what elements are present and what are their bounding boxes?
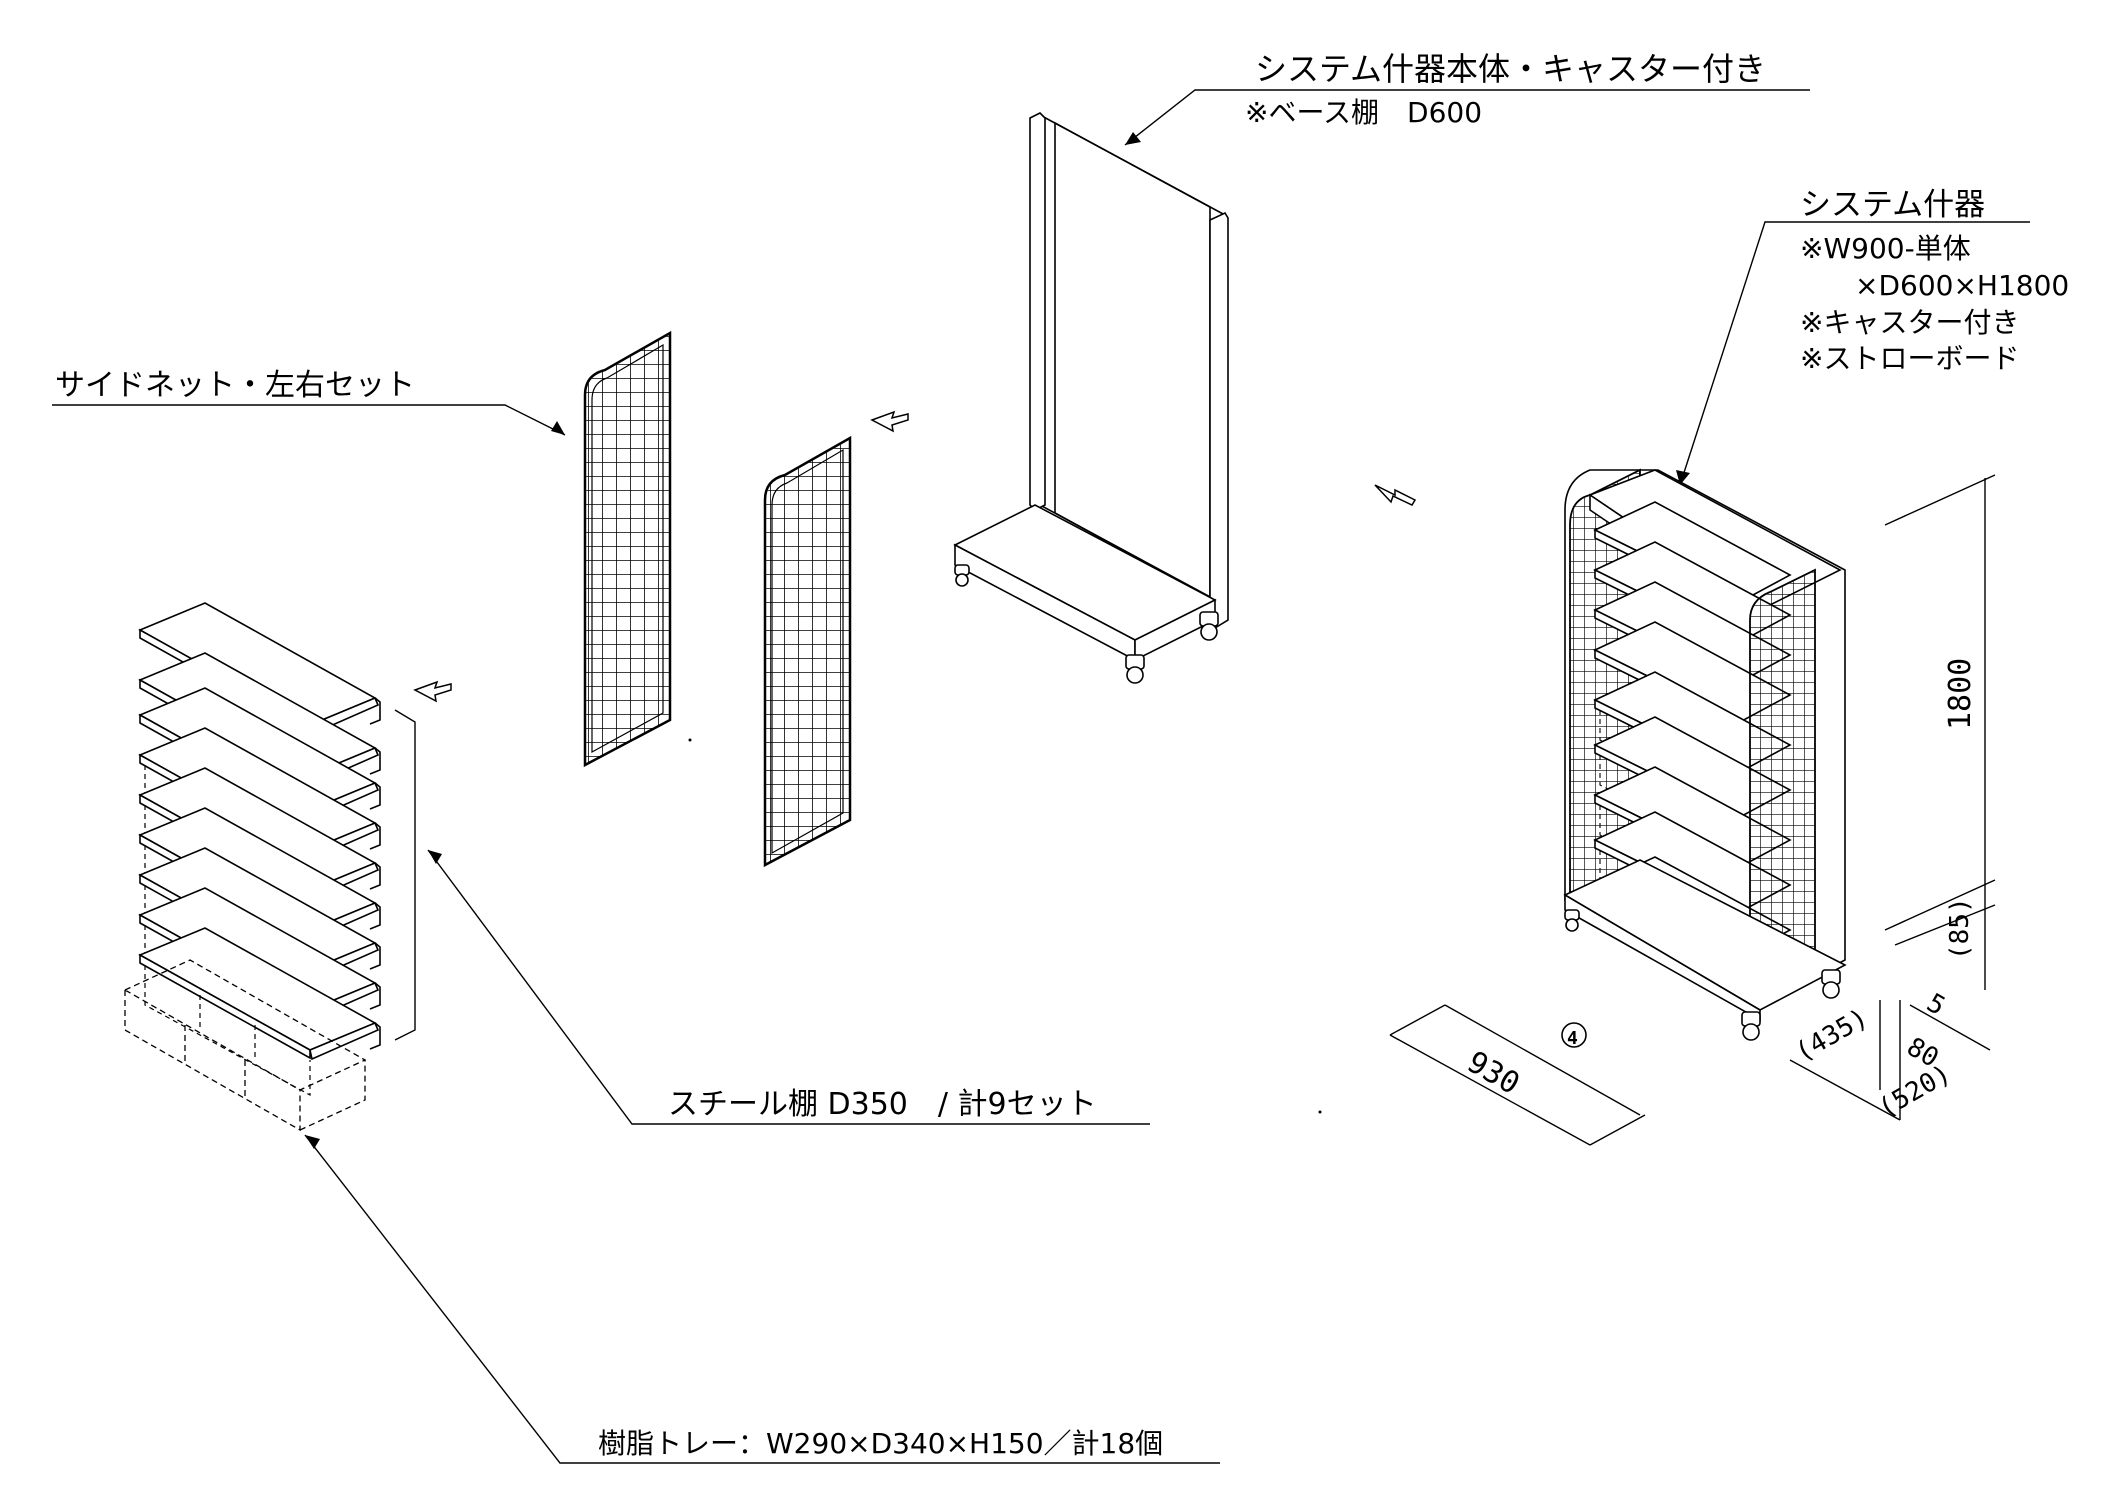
dim-d1: (435) <box>1791 1003 1874 1068</box>
label-resin-tray: 樹脂トレー：W290×D340×H150／計18個 <box>598 1427 1163 1460</box>
label-system-spec-2: ×D600×H1800 <box>1855 269 2069 302</box>
labels: システム什器本体・キャスター付き ※ベース棚 D600 システム什器 ※W900… <box>55 50 2069 1460</box>
label-system-spec-1: ※W900-単体 <box>1800 232 1971 265</box>
dim-width: 930 <box>1461 1045 1525 1102</box>
steel-shelf-stack <box>123 602 416 1132</box>
label-system-spec-4: ※ストローボード <box>1800 342 2019 375</box>
steel-shelf <box>138 927 381 1097</box>
main-unit-drawing <box>953 112 1229 684</box>
leader-system-fixture <box>1679 221 2030 486</box>
label-main-unit-sub: ※ベース棚 D600 <box>1245 96 1482 129</box>
assembled-fixture <box>1563 468 1847 1041</box>
dim-caster-h: (85) <box>1945 897 1975 960</box>
stray-dot <box>688 738 692 742</box>
dim-d3: (520) <box>1874 1059 1957 1124</box>
leader-lines <box>52 89 2030 1464</box>
side-net-left <box>583 330 672 768</box>
label-system-spec-3: ※キャスター付き <box>1800 306 2019 339</box>
resin-tray-block <box>123 959 367 1132</box>
dim-height: 1800 <box>1943 658 1978 730</box>
dim-gap: 5 <box>1922 988 1951 1022</box>
arrow-to-frame-left <box>870 410 909 433</box>
dim-circle-number: 4 <box>1567 1028 1578 1049</box>
dimension-number-circle <box>1561 1022 1587 1048</box>
leader-side-net <box>52 404 566 436</box>
label-steel-shelf: スチール棚 D350 / 計9セット <box>668 1087 1097 1122</box>
label-side-net: サイドネット・左右セット <box>55 368 415 403</box>
direction-arrows <box>413 410 1417 703</box>
leader-main-unit <box>1124 89 1810 146</box>
label-main-unit: システム什器本体・キャスター付き <box>1255 50 1766 88</box>
arrow-to-main-unit <box>1374 484 1417 506</box>
leader-arrowheads <box>305 132 1690 1149</box>
dimension-lines <box>1389 474 1996 1146</box>
side-net-right <box>763 435 852 868</box>
arrow-to-shelf-stack <box>413 680 452 703</box>
leader-resin-tray <box>304 1134 1220 1464</box>
stray-dot <box>1318 1110 1322 1114</box>
main-unit-casters <box>954 564 1219 684</box>
label-system-title: システム什器 <box>1800 187 1985 223</box>
leader-steel-shelf <box>427 849 1150 1125</box>
